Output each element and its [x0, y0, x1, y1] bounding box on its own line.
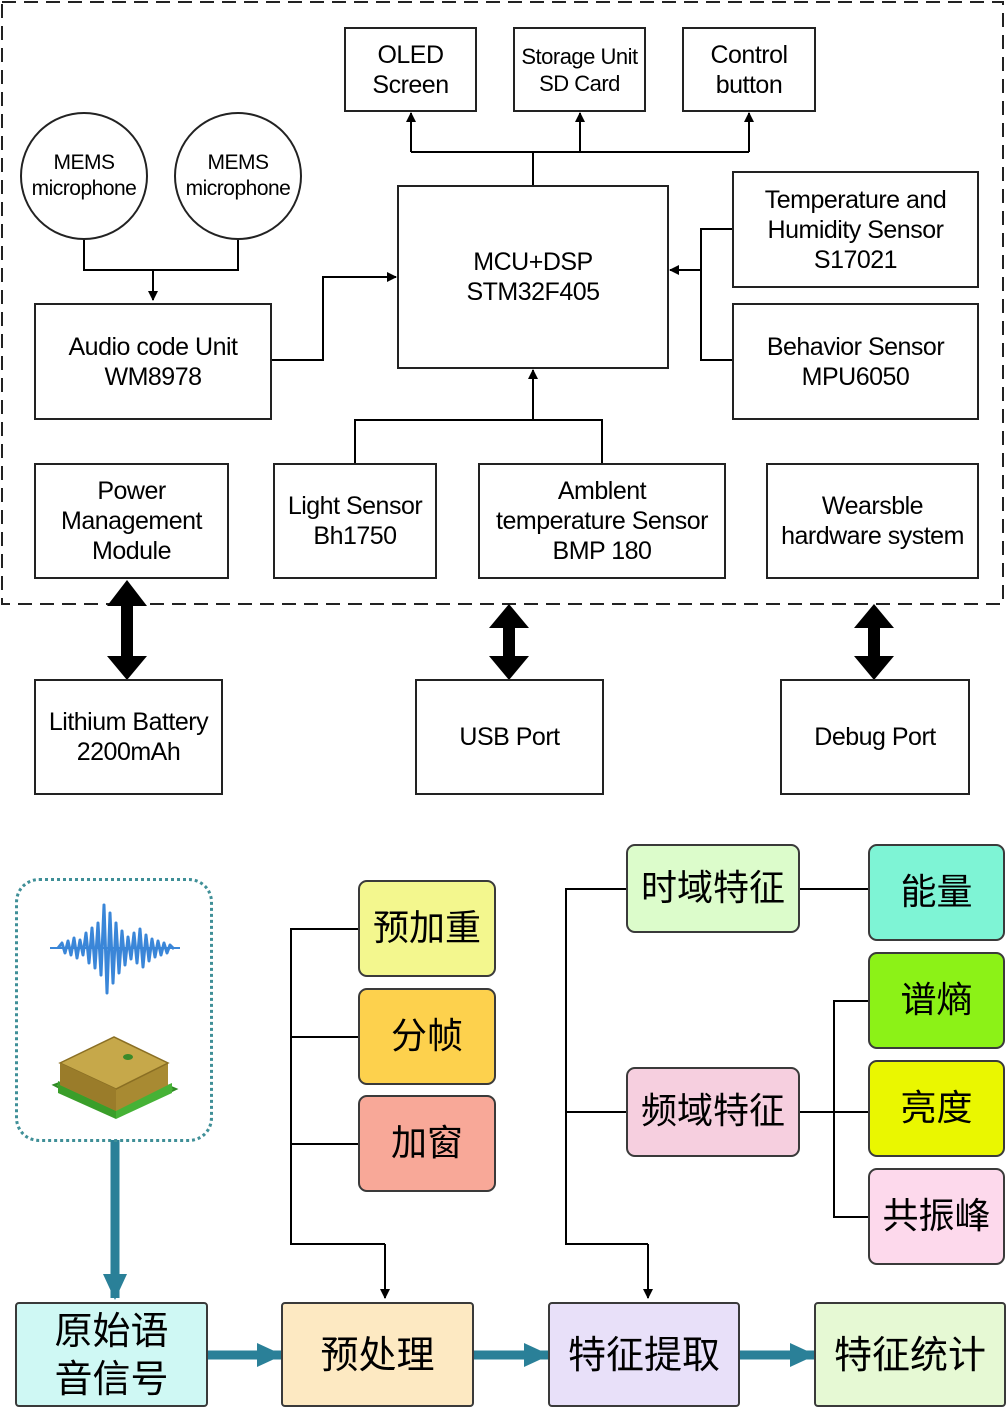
oled-screen-box: OLED Screen: [344, 27, 477, 112]
debug-port-box: Debug Port: [780, 679, 970, 795]
ambient-temperature-sensor-box: Amblent temperature Sensor BMP 180: [478, 463, 726, 579]
lithium-battery-box: Lithium Battery 2200mAh: [34, 679, 223, 795]
power-management-box: Power Management Module: [34, 463, 229, 579]
pre-emphasis-box: 预加重: [358, 880, 496, 977]
mcu-dsp-box: MCU+DSP STM32F405: [397, 185, 669, 369]
preprocess-branch: [290, 928, 385, 1245]
feature-extraction-box: 特征提取: [548, 1302, 740, 1407]
signal-icon-panel: [15, 878, 213, 1142]
preprocessing-box: 预处理: [281, 1302, 474, 1407]
mems-chip-icon: [51, 1036, 179, 1119]
temperature-humidity-sensor-box: Temperature and Humidity Sensor S17021: [732, 171, 979, 288]
mems-microphone-1: MEMS microphone: [20, 112, 148, 240]
mems-microphone-2: MEMS microphone: [174, 112, 302, 240]
time-domain-features-box: 时域特征: [626, 844, 800, 933]
mic-connector: [83, 240, 239, 271]
system-boundary: [1, 1, 1004, 605]
behavior-sensor-box: Behavior Sensor MPU6050: [732, 303, 979, 420]
light-sensor-box: Light Sensor Bh1750: [273, 463, 437, 579]
framing-box: 分帧: [358, 988, 496, 1085]
control-button-box: Control button: [682, 27, 816, 112]
windowing-box: 加窗: [358, 1095, 496, 1192]
feature-statistics-box: 特征统计: [814, 1302, 1006, 1407]
raw-speech-signal-box: 原始语 音信号: [15, 1302, 208, 1407]
audio-waveform-icon: [50, 903, 180, 995]
frequency-domain-features-box: 频域特征: [626, 1067, 800, 1157]
freq-branch: [800, 1000, 868, 1218]
battery-link-arrow: [107, 580, 147, 680]
bottom-sensor-bus: [354, 419, 603, 463]
usb-port-box: USB Port: [415, 679, 604, 795]
feature-branch: [565, 888, 648, 1245]
usb-link-arrow: [489, 604, 529, 680]
right-sensor-bus: [700, 228, 732, 361]
wearable-system-box: Wearsble hardware system: [766, 463, 979, 579]
codec-to-mcu-arrow: [272, 272, 397, 361]
formant-box: 共振峰: [868, 1168, 1005, 1265]
debug-link-arrow: [854, 604, 894, 680]
mcu-output-bus: [411, 151, 749, 185]
audio-codec-box: Audio code Unit WM8978: [34, 303, 272, 420]
brightness-box: 亮度: [868, 1060, 1005, 1157]
energy-box: 能量: [868, 844, 1005, 941]
storage-unit-box: Storage Unit SD Card: [513, 27, 646, 112]
spectral-entropy-box: 谱熵: [868, 952, 1005, 1049]
